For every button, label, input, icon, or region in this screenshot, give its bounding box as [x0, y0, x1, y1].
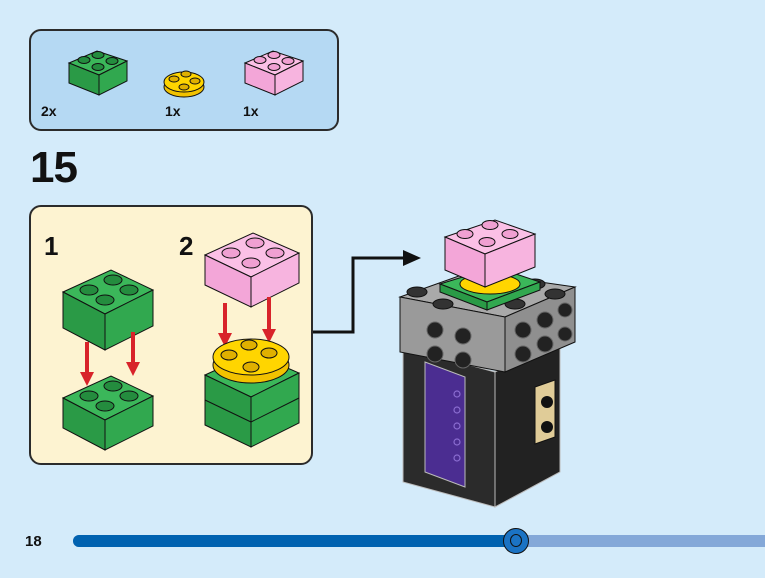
- substep-2-illustration: [203, 232, 301, 448]
- substep-label: 1: [44, 231, 59, 261]
- pink-brick-icon: [203, 232, 301, 308]
- model-illustration: [398, 219, 577, 508]
- green-brick-icon: [61, 375, 155, 451]
- progress-knob: [502, 528, 529, 554]
- connector-arrow-icon: [313, 250, 421, 334]
- progress-bar: [73, 528, 765, 554]
- parts-list-box: 2x 1x 1x: [29, 29, 339, 131]
- substep-box: 1 2: [29, 205, 313, 465]
- pink-brick-icon: [243, 50, 305, 96]
- quantity-label: 2x: [41, 103, 57, 119]
- progress-fill: [73, 535, 516, 547]
- quantity-label: 1x: [165, 103, 181, 119]
- yellow-round-plate-icon: [163, 70, 205, 98]
- step-number: 15: [30, 143, 78, 192]
- substep-label: 2: [179, 231, 194, 261]
- quantity-label: 1x: [243, 103, 259, 119]
- page-number: 18: [25, 533, 42, 550]
- green-brick-icon: [67, 50, 129, 96]
- substep-1-illustration: [61, 269, 155, 451]
- green-brick-icon: [61, 269, 155, 351]
- yellow-round-plate-icon: [212, 338, 290, 384]
